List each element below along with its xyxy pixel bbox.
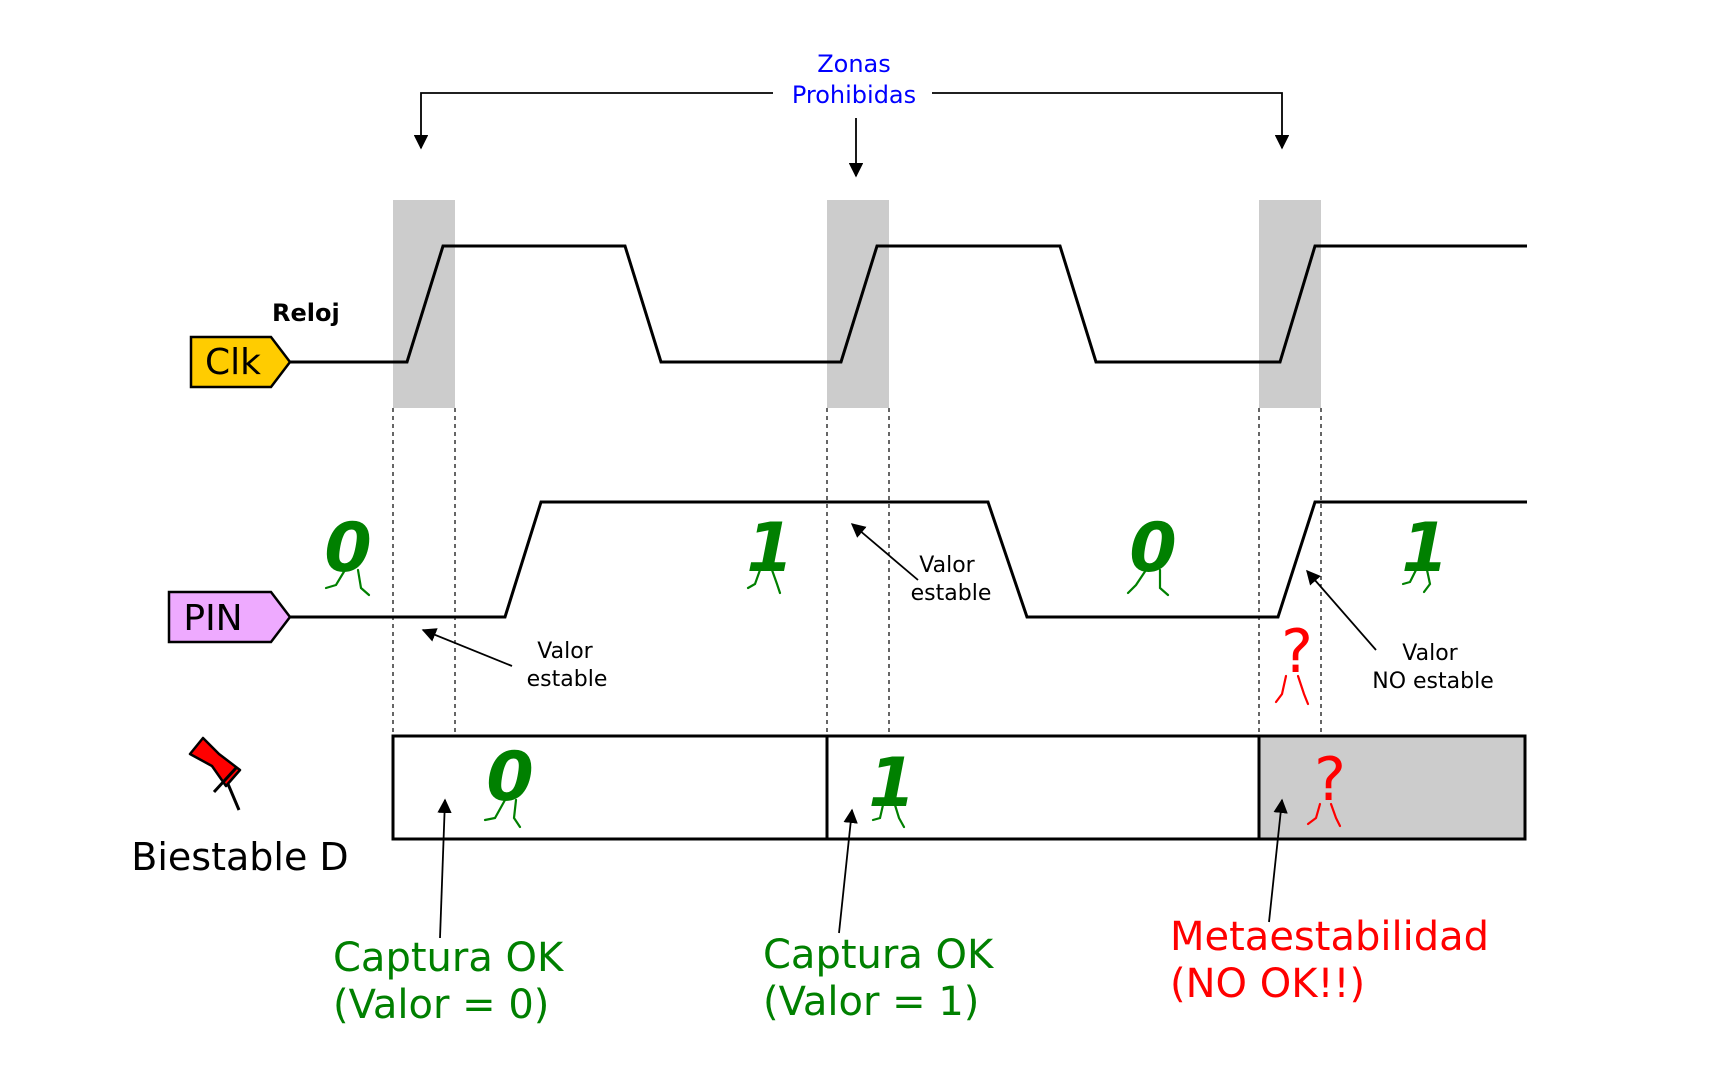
zones-bracket	[413, 92, 1290, 178]
flipflop-cell-1	[391, 734, 829, 841]
stable-arrow-1	[421, 628, 513, 667]
caption-ok-2-line2: (Valor = 1)	[763, 979, 979, 1025]
pin-digit-2-walker: 0	[1126, 509, 1177, 597]
unstable-note-line1: Valor	[1402, 641, 1458, 666]
stable-note-2-line2: estable	[911, 581, 992, 606]
clk-tag-text: Clk	[205, 342, 261, 383]
capture-arrow-3	[1268, 798, 1288, 923]
stable-arrow-2	[850, 523, 919, 581]
caption-ok-1-line2: (Valor = 0)	[333, 982, 549, 1028]
flipflop-cell-2	[825, 734, 1261, 841]
pin-digit-0: 0	[324, 509, 371, 588]
pin-digit-0-walker: 0	[324, 509, 372, 597]
stable-note-1-line1: Valor	[537, 639, 593, 664]
forbidden-zone-3	[1259, 200, 1321, 408]
caption-meta-line1: Metaestabilidad	[1170, 914, 1489, 960]
pin-digit-1-walker: 1	[746, 509, 794, 595]
flipflop-digit-0-walker: 0	[483, 738, 534, 829]
pin-tag: PIN	[167, 590, 292, 644]
clk-waveform	[290, 244, 1527, 364]
pushpin-icon	[188, 736, 242, 811]
flipflop-digit-1: 1	[868, 744, 915, 823]
zones-label-line1: Zonas	[817, 50, 891, 78]
caption-meta-line2: (NO OK!!)	[1170, 961, 1365, 1007]
flipflop-digit-1-walker: 1	[868, 744, 916, 829]
pin-unknown-walker: ?	[1274, 617, 1313, 706]
zones-label-line2: Prohibidas	[792, 81, 916, 109]
unstable-note-line2: NO estable	[1372, 669, 1493, 694]
guide-lines	[392, 408, 1322, 736]
flipflop-digit-0: 0	[486, 738, 533, 817]
pin-tag-text: PIN	[183, 598, 242, 639]
pin-digit-3-walker: 1	[1401, 509, 1449, 594]
flipflop-cell-3	[1257, 734, 1527, 841]
pin-digit-1: 1	[746, 509, 793, 588]
unstable-arrow	[1306, 569, 1377, 651]
capture-arrow-2	[838, 808, 858, 934]
stable-note-1-line2: estable	[527, 667, 608, 692]
capture-arrow-1	[437, 798, 452, 939]
stable-note-2-line1: Valor	[919, 553, 975, 578]
pin-waveform	[290, 500, 1527, 619]
caption-ok-2-line1: Captura OK	[763, 932, 995, 978]
pin-digit-3: 1	[1401, 509, 1448, 588]
caption-ok-1-line1: Captura OK	[333, 935, 565, 981]
flipflop-label: Biestable D	[131, 835, 348, 879]
clk-tag: Clk	[189, 335, 292, 389]
pin-digit-2: 0	[1129, 509, 1176, 588]
clk-label: Reloj	[272, 299, 340, 327]
flipflop-unknown-walker: ?	[1306, 745, 1346, 828]
